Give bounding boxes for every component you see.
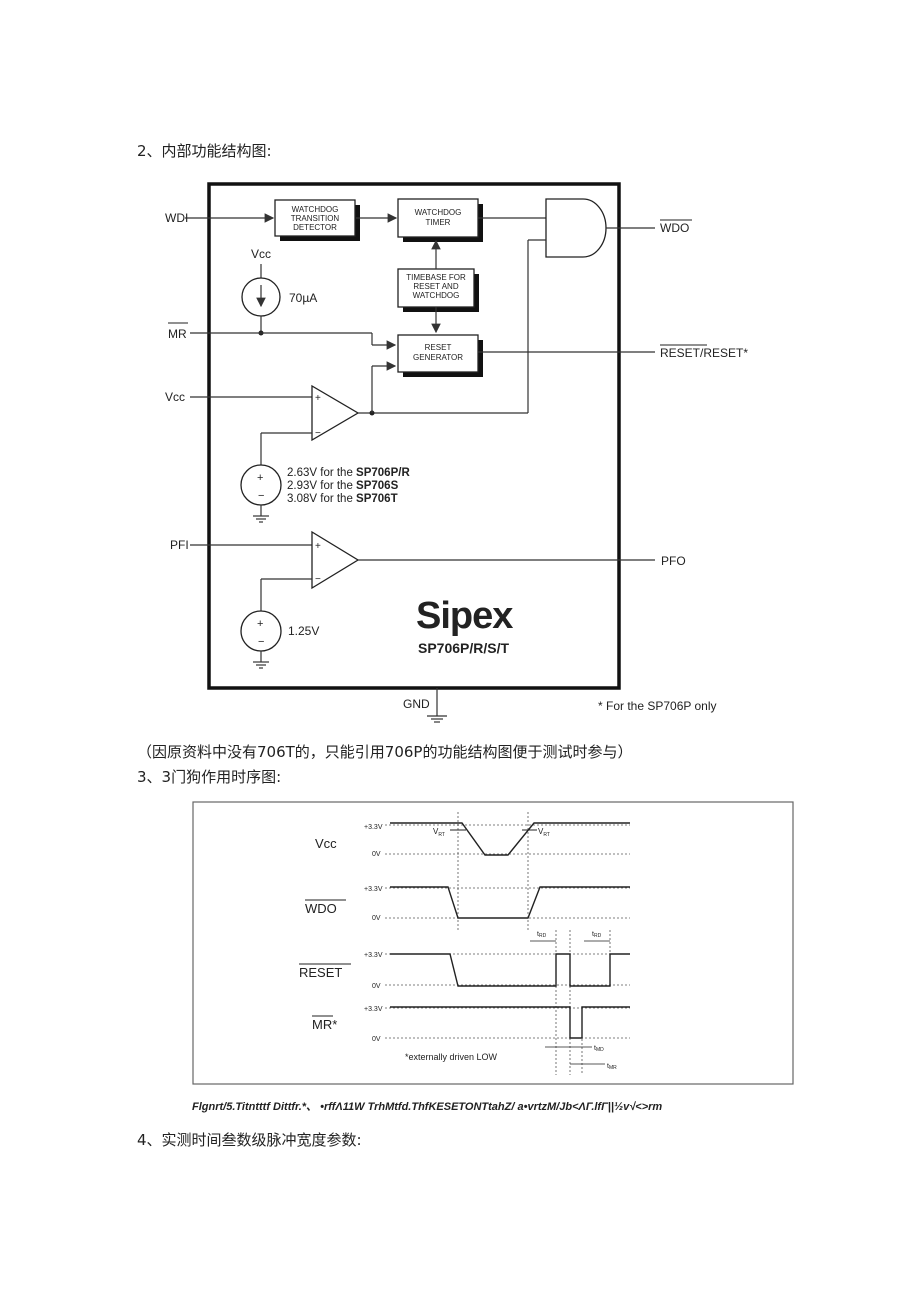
svg-text:+: + xyxy=(315,541,321,552)
svg-text:2.63V for the SP706P/R: 2.63V for the SP706P/R xyxy=(287,467,410,479)
svg-text:TIMER: TIMER xyxy=(426,218,451,227)
timing-vcc-label: Vcc xyxy=(315,836,337,851)
svg-text:WATCHDOG: WATCHDOG xyxy=(292,205,339,214)
svg-text:WATCHDOG: WATCHDOG xyxy=(413,291,460,300)
svg-text:0V: 0V xyxy=(372,983,381,990)
timebase-block: TIMEBASE FOR RESET AND WATCHDOG xyxy=(397,268,479,312)
timing-wdo-label: WDO xyxy=(305,901,337,916)
transition-detector-block: WATCHDOG TRANSITION DETECTOR xyxy=(274,199,360,241)
svg-text:−: − xyxy=(315,428,321,439)
reset-waveform xyxy=(390,953,630,987)
section-heading-3: 3、3门狗作用时序图: xyxy=(137,768,282,786)
svg-text:−: − xyxy=(258,490,264,502)
svg-text:+: + xyxy=(315,393,321,404)
section-heading-2: 2、内部功能结构图: xyxy=(137,142,272,160)
svg-text:DETECTOR: DETECTOR xyxy=(293,223,337,232)
svg-text:3.08V for the SP706T: 3.08V for the SP706T xyxy=(287,493,398,505)
svg-text:VRT: VRT xyxy=(538,827,550,838)
reset-output-label: RESET/RESET* xyxy=(660,346,748,360)
timing-diagram: Vcc WDO RESET MR* +3.3V 0V +3.3V 0V +3.3… xyxy=(192,801,794,1085)
svg-text:VRT: VRT xyxy=(433,827,445,838)
current-label: 70µA xyxy=(289,291,317,305)
block-diagram: WDI WATCHDOG TRANSITION DETECTOR WATCHDO… xyxy=(165,182,748,723)
comparator-2 xyxy=(311,530,360,590)
sipex-logo: Sipex xyxy=(416,595,513,637)
threshold-list: 2.63V for the SP706P/R 2.93V for the SP7… xyxy=(287,467,410,505)
footnote: * For the SP706P only xyxy=(598,699,717,713)
pfi-label: PFI xyxy=(170,538,189,552)
section-heading-4: 4、实测时间叁数级脉冲宽度参数: xyxy=(137,1131,362,1149)
wdo-label: WDO xyxy=(660,221,689,235)
svg-text:tRD: tRD xyxy=(592,931,602,939)
wdi-label: WDI xyxy=(165,211,188,225)
pfo-label: PFO xyxy=(661,554,686,568)
svg-text:tMD: tMD xyxy=(594,1045,604,1053)
timing-mr-label: MR* xyxy=(312,1017,337,1032)
svg-text:+3.3V: +3.3V xyxy=(364,1006,383,1013)
svg-text:TRANSITION: TRANSITION xyxy=(291,214,340,223)
svg-text:+3.3V: +3.3V xyxy=(364,824,383,831)
gnd-label: GND xyxy=(403,697,430,711)
svg-text:TIMEBASE FOR: TIMEBASE FOR xyxy=(406,273,466,282)
svg-text:GENERATOR: GENERATOR xyxy=(413,353,463,362)
reset-generator-block: RESET GENERATOR xyxy=(397,334,483,377)
and-gate xyxy=(545,198,607,258)
svg-text:WATCHDOG: WATCHDOG xyxy=(415,208,462,217)
svg-text:0V: 0V xyxy=(372,851,381,858)
svg-text:RESET: RESET xyxy=(425,343,452,352)
externally-driven-note: *externally driven LOW xyxy=(405,1052,498,1062)
svg-text:+3.3V: +3.3V xyxy=(364,886,383,893)
svg-text:−: − xyxy=(258,636,264,648)
svg-text:tMR: tMR xyxy=(607,1063,617,1071)
figure-caption: Flgnrt/5.Titntttf Dittfr.*、 •rffΛ11W Trh… xyxy=(192,1101,663,1113)
svg-text:+: + xyxy=(257,618,263,630)
svg-text:+: + xyxy=(257,472,263,484)
svg-text:0V: 0V xyxy=(372,915,381,922)
wdo-waveform xyxy=(390,886,630,919)
watchdog-timer-block: WATCHDOG TIMER xyxy=(397,198,483,242)
reference-note: （因原资料中没有706T的，只能引用706P的功能结构图便于测试时参与） xyxy=(137,743,633,761)
svg-text:RESET AND: RESET AND xyxy=(413,282,458,291)
svg-text:2.93V for the SP706S: 2.93V for the SP706S xyxy=(287,480,399,492)
comparator-1 xyxy=(311,384,360,442)
ref-voltage-label: 1.25V xyxy=(288,624,319,638)
model-label: SP706P/R/S/T xyxy=(418,640,509,656)
vcc-source-label: Vcc xyxy=(251,247,271,261)
mr-label: MR xyxy=(168,327,187,341)
vcc-input-label: Vcc xyxy=(165,390,185,404)
svg-text:−: − xyxy=(315,574,321,585)
timing-reset-label: RESET xyxy=(299,965,342,980)
mr-waveform xyxy=(390,1006,630,1039)
timing-frame xyxy=(192,801,794,1085)
vcc-waveform xyxy=(390,822,630,856)
svg-text:+3.3V: +3.3V xyxy=(364,952,383,959)
svg-text:tRD: tRD xyxy=(537,931,547,939)
svg-text:0V: 0V xyxy=(372,1036,381,1043)
chip-outline xyxy=(207,182,621,690)
